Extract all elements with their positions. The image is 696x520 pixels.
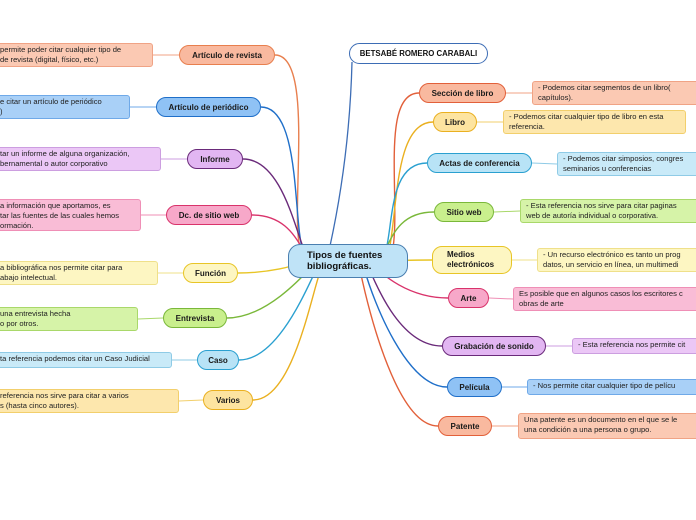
description-entrevista: una entrevista hecha o por otros. [0,307,138,331]
topic-articulo-de-revista[interactable]: Artículo de revista [179,45,275,65]
topic-arte[interactable]: Arte [448,288,489,308]
topic-caso[interactable]: Caso [197,350,239,370]
desc-connector-varios [178,399,204,402]
description-funcion: a bibliográfica nos permite citar para a… [0,261,158,285]
description-actas-de-conferencia: - Podemos citar simposios, congres semin… [557,152,696,176]
description-informe: tar un informe de alguna organización, b… [0,147,161,171]
topic-libro[interactable]: Libro [433,112,477,132]
desc-connector-actas-de-conferencia [531,162,558,165]
description-caso: ta referencia podemos citar un Caso Judi… [0,352,172,368]
topic-informe[interactable]: Informe [187,149,243,169]
description-dc-de-sitio-web: a información que aportamos, es tar las … [0,199,141,231]
description-libro: - Podemos citar cualquier tipo de libro … [503,110,686,134]
description-arte: Es posible que en algunos casos los escr… [513,287,696,311]
connector-articulo-de-revista [274,54,301,249]
topic-sitio-web[interactable]: Sitio web [434,202,494,222]
description-patente: Una patente es un documento en el que se… [518,413,696,439]
topic-pelicula[interactable]: Película [447,377,502,397]
topic-articulo-de-periodico[interactable]: Artículo de periódico [156,97,261,117]
topic-varios[interactable]: Varios [203,390,253,410]
topic-grabacion-de-sonido[interactable]: Grabación de sonido [442,336,546,356]
topic-funcion[interactable]: Función [183,263,238,283]
topic-actas-de-conferencia[interactable]: Actas de conferencia [427,153,532,173]
description-articulo-de-periodico: e citar un artículo de periódico ) [0,95,130,119]
topic-dc-de-sitio-web[interactable]: Dc. de sitio web [166,205,252,225]
connector-varios [252,268,322,401]
connector-grabacion-de-sonido [367,265,443,347]
desc-connector-sitio-web [493,210,521,213]
description-pelicula: - Nos permite citar cualquier tipo de pe… [527,379,696,395]
description-grabacion-de-sonido: - Esta referencia nos permite cit [572,338,696,354]
description-seccion-de-libro: - Podemos citar segmentos de un libro( c… [532,81,696,105]
topic-medios-electronicos[interactable]: Medios electrónicos [432,246,512,274]
connector-patente [359,269,439,427]
description-articulo-de-revista: permite poder citar cualquier tipo de de… [0,43,153,67]
description-sitio-web: - Esta referencia nos sirve para citar p… [520,199,696,223]
connector-pelicula [363,267,448,388]
desc-connector-arte [488,297,514,300]
topic-entrevista[interactable]: Entrevista [163,308,227,328]
topic-seccion-de-libro[interactable]: Sección de libro [419,83,506,103]
description-varios: referencia nos sirve para citar a varios… [0,389,179,413]
desc-connector-entrevista [137,317,164,320]
description-medios-electronicos: - Un recurso electrónico es tanto un pro… [537,248,696,272]
central-topic[interactable]: Tipos de fuentes bibliográficas. [288,244,408,278]
author-connector [329,61,353,247]
topic-patente[interactable]: Patente [438,416,492,436]
author-node[interactable]: BETSABÉ ROMERO CARABALI [349,43,488,64]
